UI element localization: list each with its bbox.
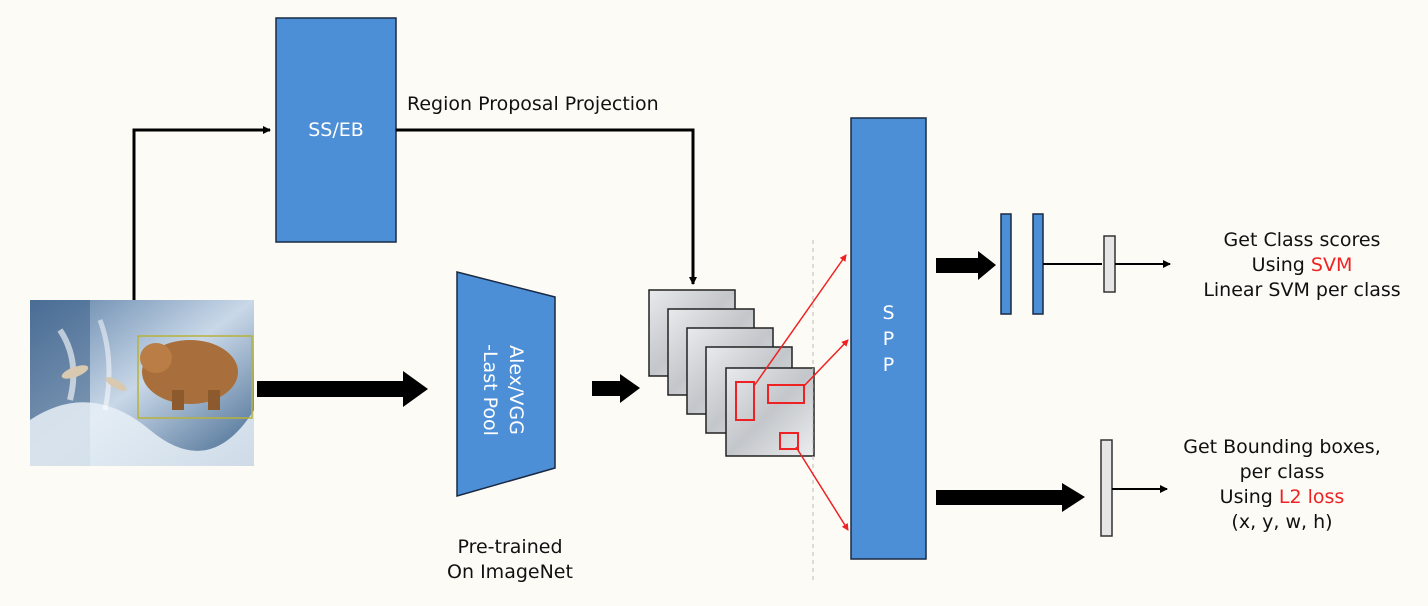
- spp-to-regressor-arrow: [936, 483, 1085, 512]
- svm-highlight: SVM: [1310, 254, 1353, 276]
- bbox-output-line3: Using L2 loss: [1172, 485, 1392, 510]
- bbox-regressor-layer: [1100, 439, 1113, 537]
- spp-letter-2: P: [882, 328, 895, 350]
- fc-layer-1: [1000, 213, 1012, 315]
- spp-label: S P P: [851, 300, 926, 378]
- bbox-output-line2: per class: [1239, 461, 1325, 483]
- roi-box-1: [735, 381, 755, 421]
- class-output-line1: Get Class scores: [1223, 229, 1381, 251]
- image-to-cnn-arrow: [257, 371, 428, 407]
- ss-eb-label: SS/EB: [308, 119, 364, 141]
- pretrained-label: Pre-trained On ImageNet: [430, 535, 590, 585]
- detection-box: [137, 335, 253, 419]
- pretrained-line2: On ImageNet: [447, 561, 573, 583]
- spp-letter-3: P: [882, 354, 895, 376]
- fc-layer-2: [1032, 213, 1044, 315]
- cnn-label-line2: -Last Pool: [479, 344, 501, 436]
- class-output-text: Get Class scores Using SVM Linear SVM pe…: [1180, 228, 1424, 303]
- bbox-output-line1: Get Bounding boxes,: [1183, 436, 1381, 458]
- input-image: [30, 300, 254, 466]
- cnn-label: Alex/VGG -Last Pool: [477, 310, 529, 470]
- roi-box-2: [767, 384, 805, 404]
- bbox-output-using: Using: [1219, 486, 1279, 508]
- feature-map-stack: [648, 289, 815, 457]
- spp-letter-1: S: [882, 302, 895, 324]
- class-output-line2: Using SVM: [1180, 253, 1424, 278]
- svm-classifier-layer: [1103, 235, 1116, 293]
- class-output-line3: Linear SVM per class: [1203, 279, 1401, 301]
- image-to-ssb-arrow: [132, 126, 271, 300]
- bbox-output-line4: (x, y, w, h): [1231, 511, 1333, 533]
- spp-to-fc-arrow: [936, 251, 996, 280]
- l2-loss-highlight: L2 loss: [1278, 486, 1345, 508]
- class-output-using: Using: [1251, 254, 1311, 276]
- pretrained-line1: Pre-trained: [457, 536, 563, 558]
- roi-box-3: [779, 432, 799, 450]
- spp-block: [850, 117, 927, 560]
- region-proposal-arrow: [396, 128, 697, 285]
- cnn-to-featuremaps-arrow: [592, 374, 640, 403]
- region-proposal-label: Region Proposal Projection: [407, 93, 659, 115]
- cnn-block: [456, 271, 556, 497]
- bbox-output-text: Get Bounding boxes, per class Using L2 l…: [1172, 435, 1392, 535]
- roi-to-spp-arrows: [753, 254, 849, 531]
- ss-eb-block: [275, 17, 397, 243]
- cnn-label-line1: Alex/VGG: [505, 345, 527, 435]
